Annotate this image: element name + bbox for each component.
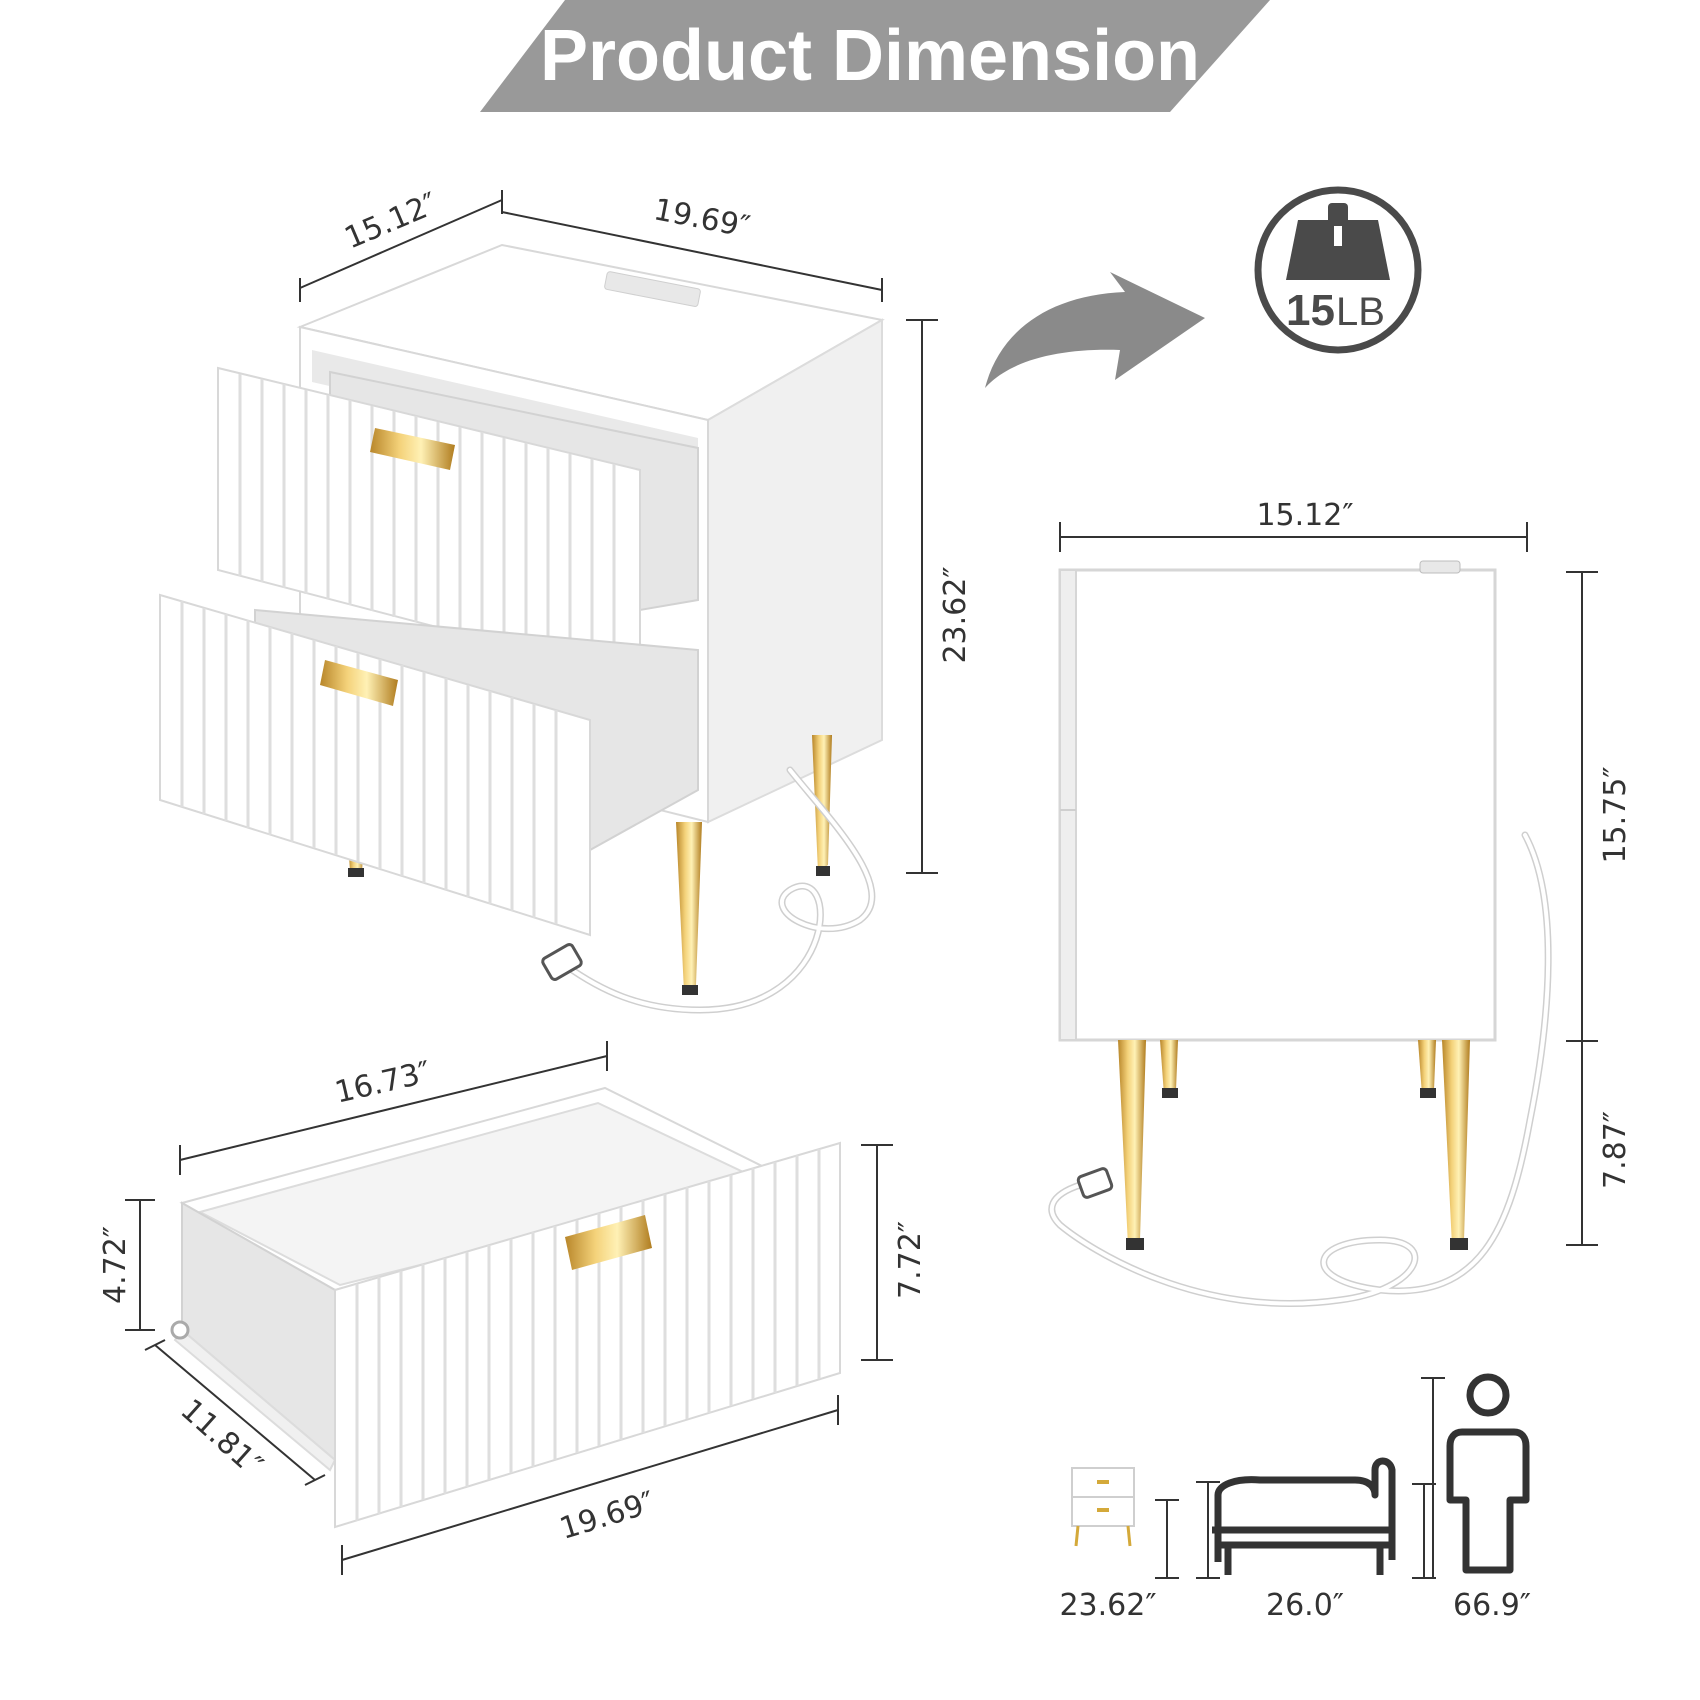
- drawer-front-ribs: [355, 1149, 821, 1521]
- height-comparison: 23.62″ 26.0″ 66.9″: [1059, 1373, 1531, 1623]
- title-banner: Product Dimension: [480, 0, 1270, 112]
- comparison-person-label: 66.9″: [1453, 1588, 1531, 1623]
- drawer-view: 16.73″ 4.72″ 7.72″ 11.81″ 19.69″: [98, 1041, 928, 1575]
- side-leg-height-label: 7.87″: [1598, 1111, 1633, 1189]
- nightstand-icon: [1071, 1467, 1135, 1547]
- usb-port-panel: [604, 271, 701, 307]
- bed-icon: [1212, 1457, 1396, 1575]
- bottom-drawer-handle: [320, 660, 398, 706]
- top-drawer-handle: [370, 428, 455, 470]
- comparison-bed-label: 26.0″: [1266, 1588, 1344, 1623]
- weight-icon: [1286, 203, 1390, 280]
- banner-title: Product Dimension: [540, 16, 1200, 96]
- drawer-front-height-label: 7.72″: [893, 1221, 928, 1299]
- load-value: 15: [1286, 286, 1335, 335]
- drawer-handle: [565, 1215, 652, 1270]
- load-capacity: 15 LB: [985, 186, 1422, 388]
- comparison-nightstand-label: 23.62″: [1059, 1588, 1156, 1623]
- drawer-width-label: 19.69″: [556, 1485, 659, 1547]
- load-unit: LB: [1336, 290, 1385, 334]
- side-body: [1058, 568, 1497, 1042]
- depth-label: 15.12″: [340, 186, 443, 256]
- side-depth-label: 15.12″: [1256, 498, 1353, 533]
- power-plug: [541, 943, 583, 981]
- banner-background: [480, 0, 1270, 112]
- height-label: 23.62″: [938, 566, 973, 663]
- bottom-drawer-ribs: [180, 601, 558, 924]
- drawer-inner-height-label: 4.72″: [98, 1226, 133, 1304]
- nightstand-main-view: 15.12″ 19.69″ 23.62″: [159, 186, 973, 1014]
- person-icon: [1446, 1373, 1530, 1574]
- side-body-height-label: 15.75″: [1598, 766, 1633, 863]
- width-label: 19.69″: [651, 192, 753, 245]
- nightstand-side-view: 15.12″ 15.75″ 7.87″: [1048, 498, 1633, 1308]
- curved-arrow-icon: [985, 272, 1205, 388]
- top-drawer-ribs: [238, 374, 616, 674]
